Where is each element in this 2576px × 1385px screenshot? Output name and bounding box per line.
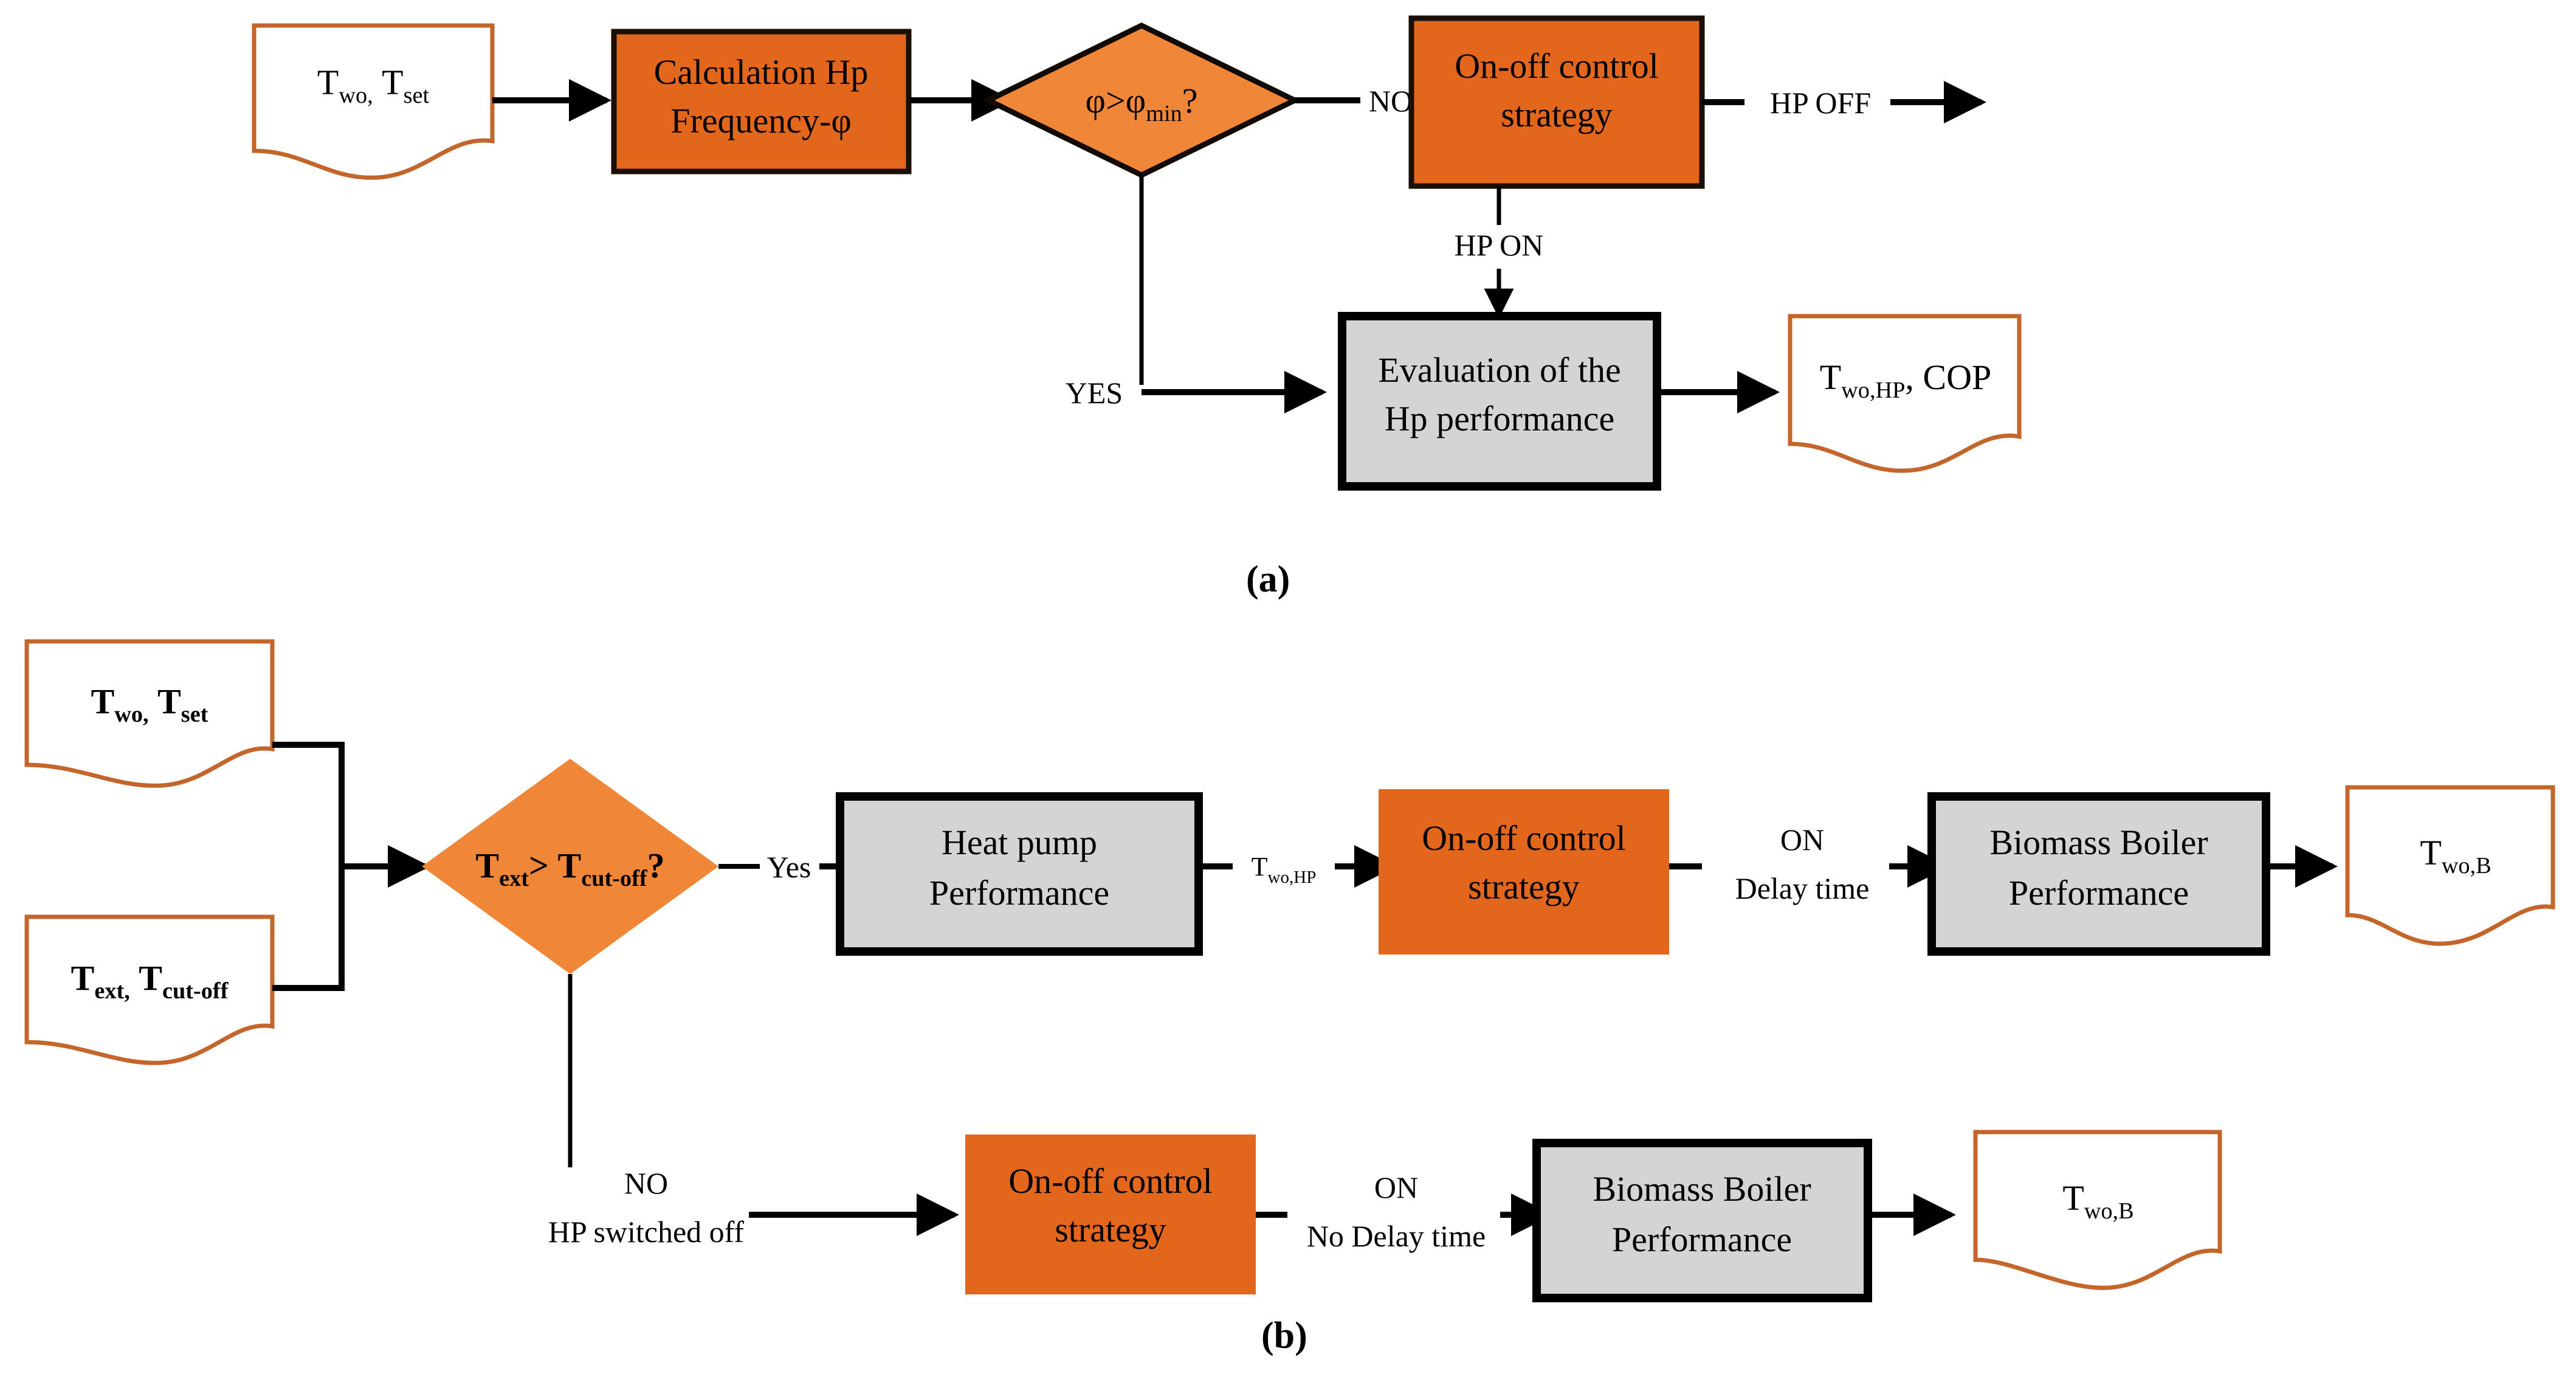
panel-b-decision-diamond: Text> Tcut-off? <box>422 759 718 974</box>
panel-b-onoff-box-bottom-line1: On-off control <box>1008 1161 1213 1201</box>
panel-b-input-document-2: Text, Tcut-off <box>24 914 275 1065</box>
panel-b-onoff-box-bottom: On-off control strategy <box>965 1135 1256 1294</box>
panel-a-evaluation-box-line1: Evaluation of the <box>1378 350 1620 390</box>
panel-b-input-document-1-label: Two, Tset <box>91 682 208 727</box>
panel-b-input-document-2-label: Text, Tcut-off <box>71 958 229 1004</box>
panel-b-input-document-1: Two, Tset <box>24 639 275 788</box>
panel-a-yes-label: YES <box>1066 376 1123 410</box>
panel-b-no-label: NO <box>624 1166 668 1200</box>
panel-b-merge-bracket <box>272 742 345 991</box>
panel-b-boiler-box-bottom-line2: Performance <box>1612 1220 1792 1259</box>
panel-b-yes-label: Yes <box>767 850 811 884</box>
panel-b-output-document-top: Two,B <box>2345 785 2555 946</box>
panel-b-boiler-box-bottom: Biomass Boiler Performance <box>1532 1139 1872 1302</box>
panel-b-onoff-box-top-line2: strategy <box>1468 867 1580 907</box>
panel-a-onoff-box-line2: strategy <box>1501 95 1613 134</box>
panel-b-caption: (b) <box>1261 1315 1307 1356</box>
panel-a-decision-diamond: φ>φmin? <box>982 22 1301 179</box>
panel-b-onoff-box-bottom-line2: strategy <box>1055 1210 1166 1249</box>
panel-b-on-label-bottom: ON <box>1374 1170 1418 1204</box>
panel-b-output-document-bottom: Two,B <box>1973 1130 2222 1290</box>
panel-a-hpoff-label: HP OFF <box>1770 86 1871 120</box>
panel-b-onoff-box-top: On-off control strategy <box>1379 789 1669 955</box>
panel-b-on-label-top: ON <box>1780 823 1824 857</box>
panel-a-evaluation-box: Evaluation of the Hp performance <box>1338 312 1661 491</box>
panel-b-decision-label: Text> Tcut-off? <box>475 846 664 891</box>
panel-a-calculation-box-line2: Frequency-φ <box>670 101 852 140</box>
panel-b-heatpump-box-line1: Heat pump <box>942 823 1097 862</box>
panel-a-input-document: Two, Tset <box>252 23 495 180</box>
panel-b-heatpump-box: Heat pump Performance <box>836 792 1203 956</box>
panel-b-delay-label-bottom: No Delay time <box>1307 1219 1486 1253</box>
panel-a-calculation-box: Calculation Hp Frequency-φ <box>611 29 912 174</box>
panel-a-caption: (a) <box>1246 559 1290 600</box>
panel-b-boiler-box-bottom-line1: Biomass Boiler <box>1593 1169 1811 1209</box>
panel-b-hp-switched-off-label: HP switched off <box>548 1215 745 1249</box>
panel-b-boiler-box-top: Biomass Boiler Performance <box>1927 792 2270 956</box>
panel-b-two-hp-label: Two,HP <box>1252 852 1317 887</box>
panel-a-output-document-label: Two,HP, COP <box>1820 357 1992 403</box>
panel-a-evaluation-box-line2: Hp performance <box>1385 399 1614 438</box>
panel-a-decision-label: φ>φmin? <box>1086 81 1198 126</box>
panel-a-calculation-box-line1: Calculation Hp <box>654 52 869 92</box>
panel-a-output-document: Two,HP, COP <box>1788 314 2022 473</box>
panel-b-boiler-box-top-line1: Biomass Boiler <box>1989 823 2208 862</box>
panel-a-hpon-label: HP ON <box>1455 228 1544 262</box>
panel-b-heatpump-box-line2: Performance <box>929 873 1109 913</box>
panel-b-delay-label-top: Delay time <box>1735 871 1870 905</box>
panel-a-input-document-label: Two, Tset <box>317 63 430 108</box>
panel-b-boiler-box-top-line2: Performance <box>2009 873 2189 913</box>
panel-a-no-label: NO <box>1369 84 1413 118</box>
panel-b-output-document-top-label: Two,B <box>2420 833 2491 879</box>
panel-a-onoff-box: On-off control strategy <box>1408 15 1705 189</box>
panel-a-onoff-box-line1: On-off control <box>1455 46 1659 86</box>
panel-b-output-document-bottom-label: Two,B <box>2062 1178 2133 1224</box>
panel-b-onoff-box-top-line1: On-off control <box>1422 818 1626 858</box>
